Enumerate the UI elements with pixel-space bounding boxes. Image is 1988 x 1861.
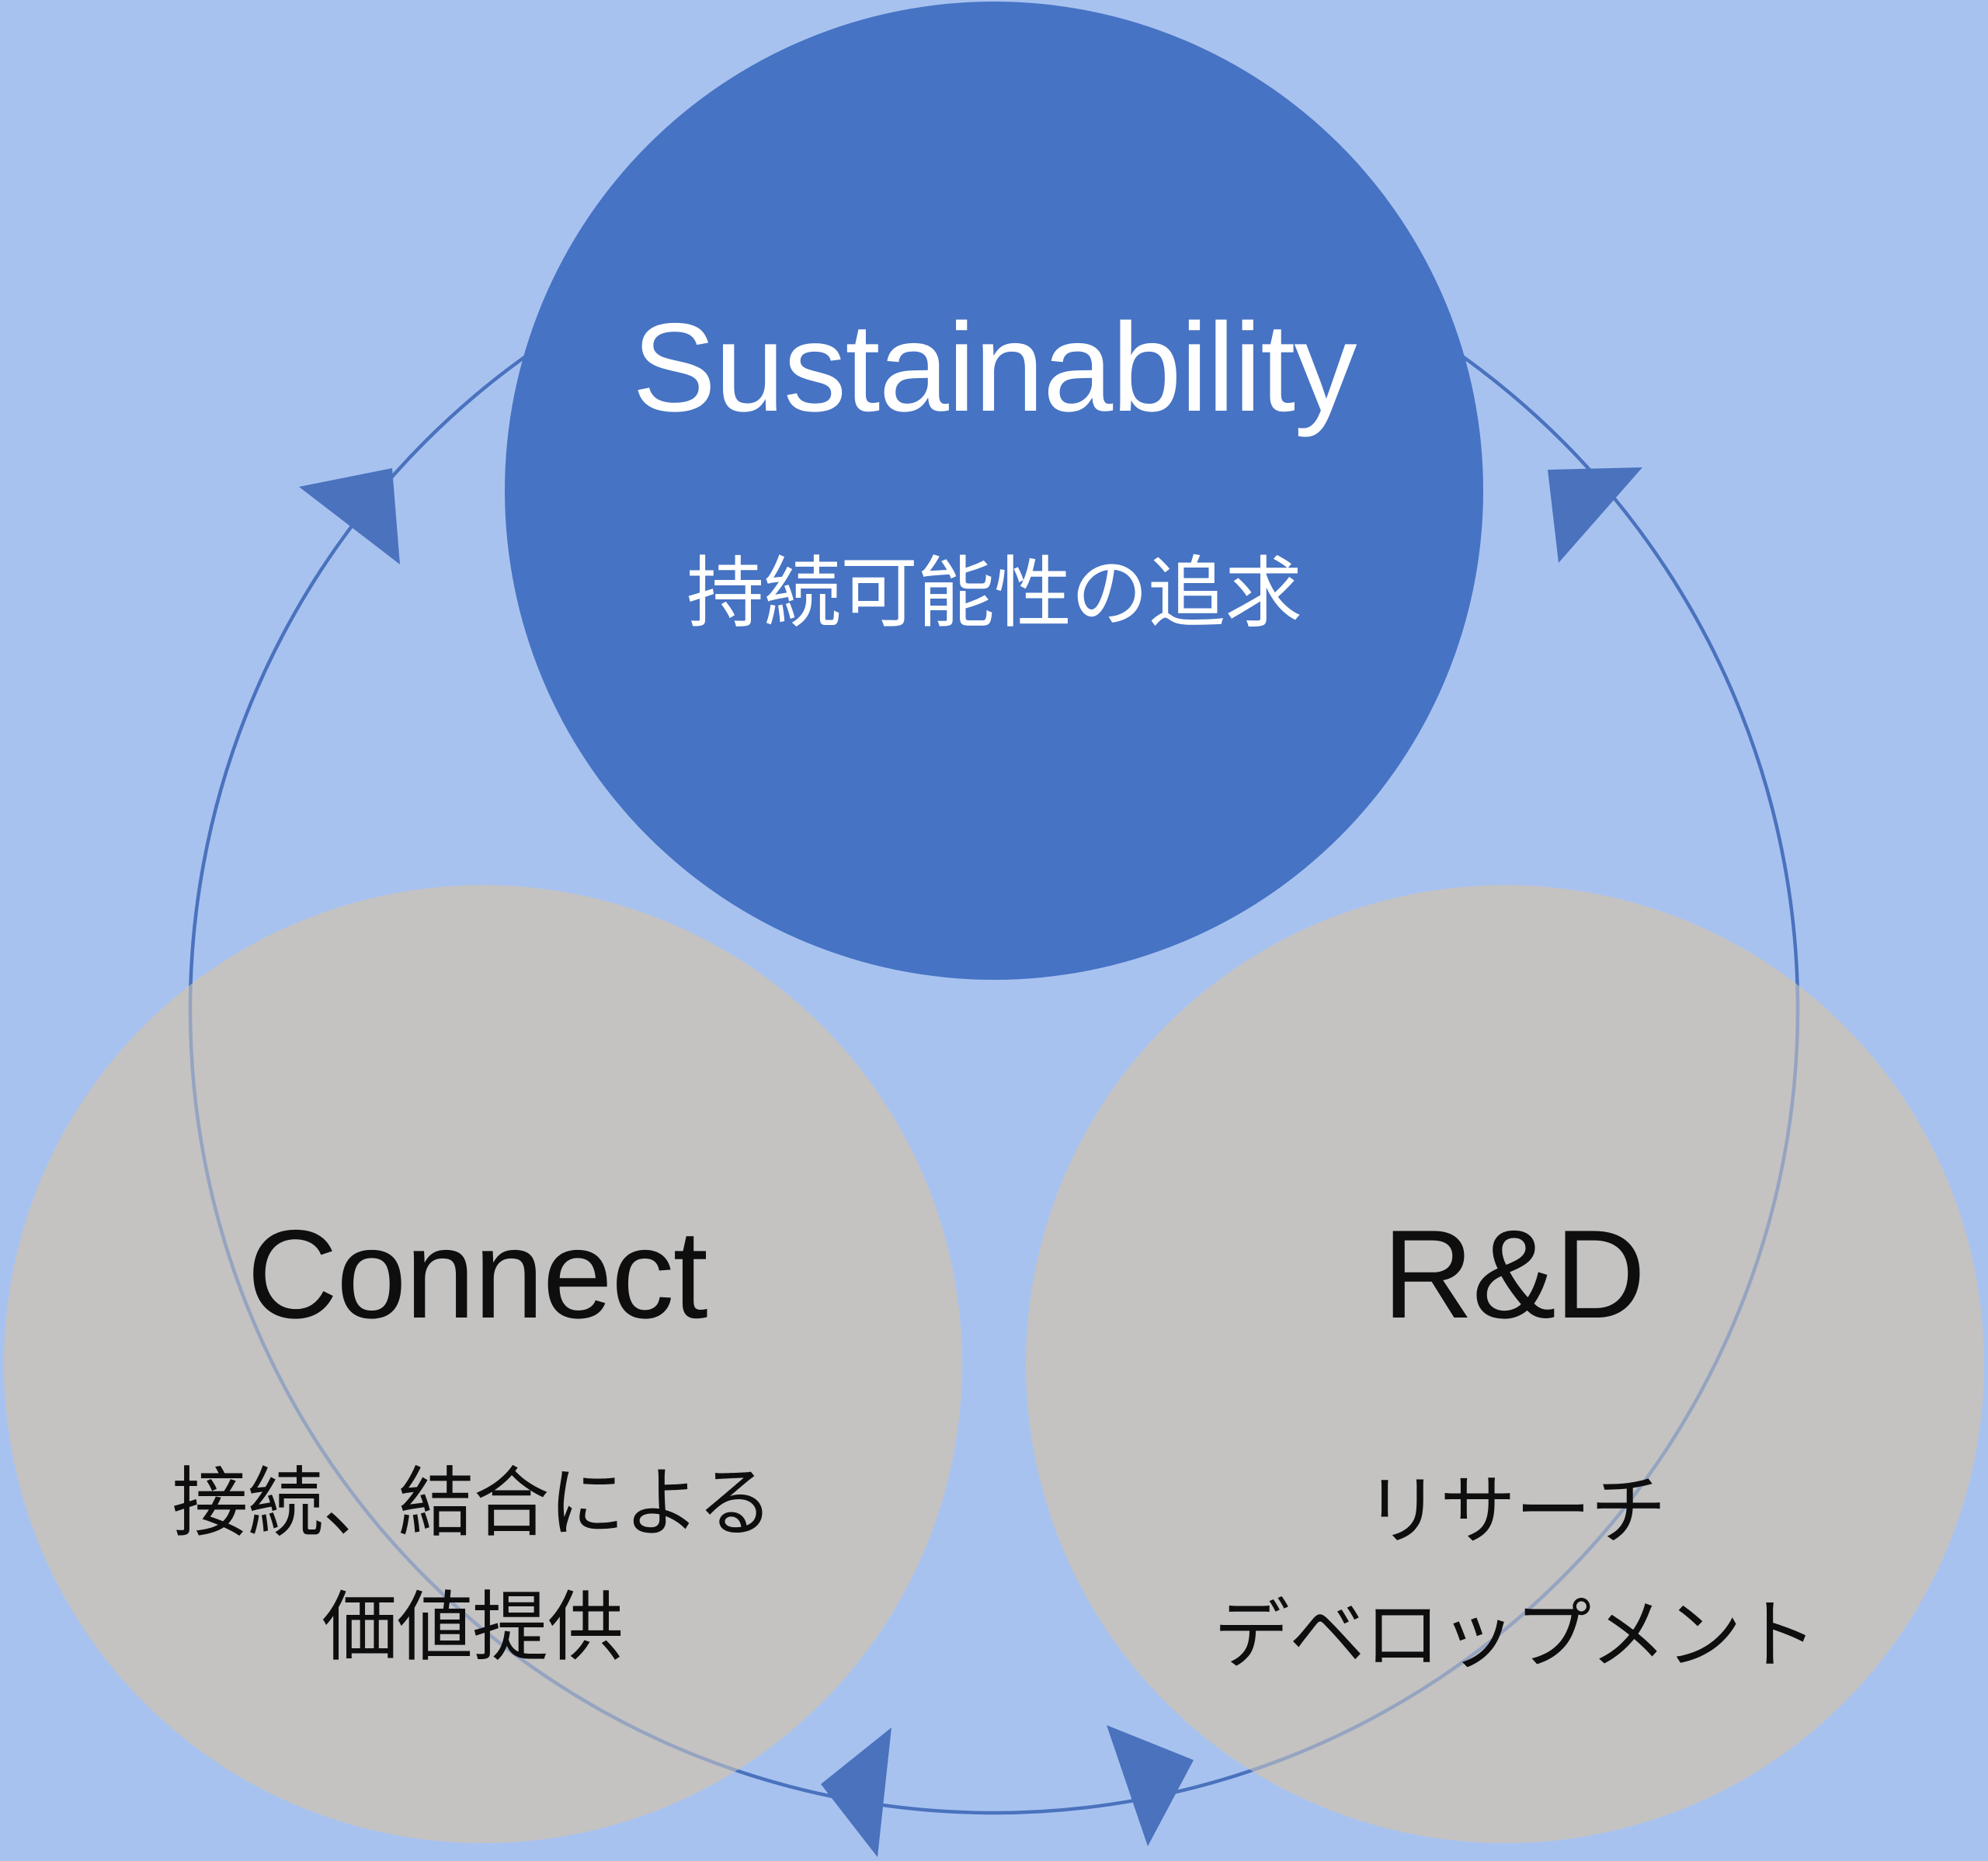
connect-sublabel-line1: 接続、結合による — [172, 1460, 773, 1546]
rd-circle — [1026, 885, 1984, 1843]
sustainability-circle — [505, 2, 1483, 980]
rd-label: R&D — [1382, 1204, 1646, 1345]
cycle-arrowhead-upper-left-icon — [299, 468, 400, 564]
connect-circle — [4, 885, 962, 1843]
cycle-arrowhead-upper-right-icon — [1548, 467, 1642, 563]
rd-sublabel-line2: デベロップメント — [1213, 1592, 1817, 1677]
cycle-arrowhead-bottom-left-icon — [821, 1727, 891, 1857]
rd-sublabel-line1: リサーチ — [1364, 1467, 1667, 1554]
sustainability-sublabel: 持続可能性の追求 — [686, 550, 1302, 637]
connect-sublabel-line2: 価値提供 — [321, 1584, 624, 1669]
connect-label: Connect — [246, 1204, 708, 1345]
rd-sublabel: リサーチ デベロップメント — [1213, 1449, 1817, 1696]
cycle-arrowhead-bottom-right-icon — [1107, 1725, 1194, 1846]
connect-sublabel: 接続、結合による 価値提供 — [172, 1441, 773, 1689]
sustainability-label: Sustainability — [632, 297, 1357, 438]
